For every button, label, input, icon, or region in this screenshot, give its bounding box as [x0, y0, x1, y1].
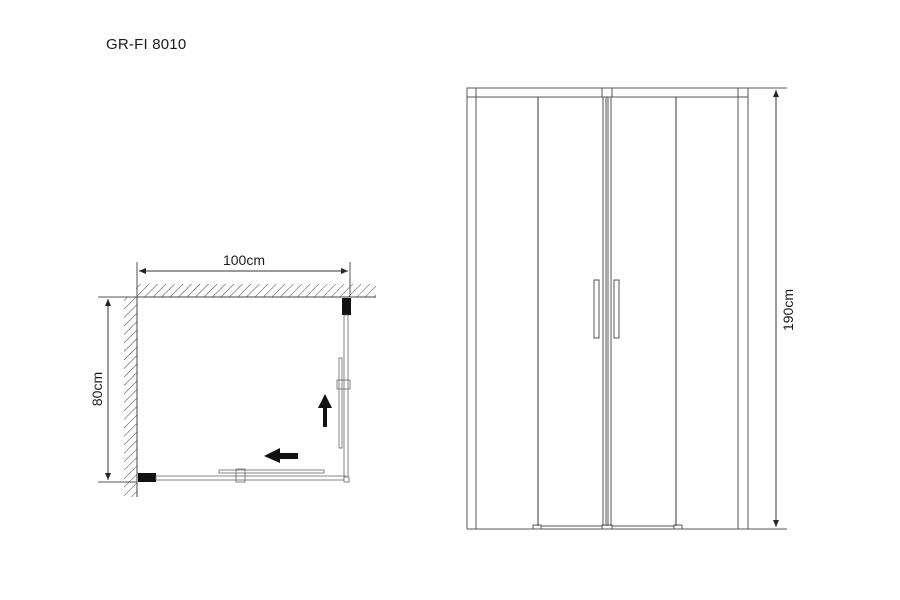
depth-dimension: 80cm [89, 296, 137, 483]
top-rail [466, 87, 749, 98]
bottom-handle [235, 468, 246, 483]
arrow-left-icon [264, 448, 298, 463]
depth-label: 80cm [89, 372, 105, 406]
right-handle [336, 379, 351, 390]
width-label: 100cm [223, 252, 265, 268]
right-door-handle [613, 279, 620, 339]
height-dimension: 190cm [748, 87, 796, 530]
plan-view: 100cm 80cm [89, 252, 376, 497]
left-wall-profile [138, 473, 156, 482]
left-wall-hatch [124, 297, 137, 497]
left-door-handle [593, 279, 600, 339]
arrow-up-icon [318, 394, 332, 427]
width-dimension: 100cm [136, 252, 351, 297]
right-wall-profile [342, 298, 351, 315]
model-title: GR-FI 8010 [106, 36, 187, 53]
height-label: 190cm [780, 289, 796, 331]
front-view [466, 87, 749, 530]
top-wall-hatch [136, 284, 376, 297]
